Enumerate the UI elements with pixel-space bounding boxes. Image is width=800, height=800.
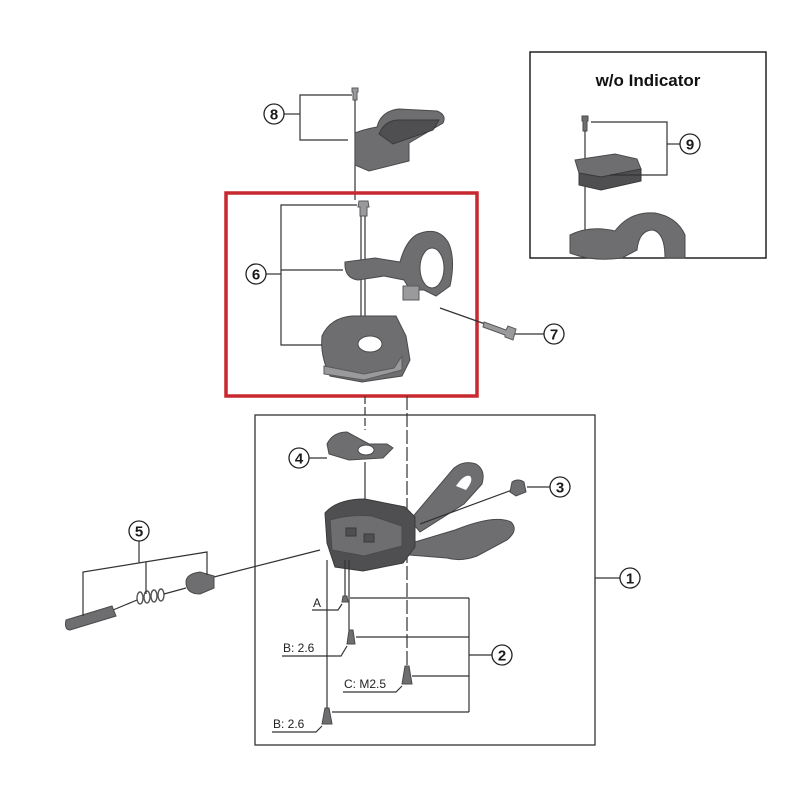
callout-3: 3 xyxy=(556,480,564,497)
callout-5: 5 xyxy=(135,524,143,541)
screw-spec-c: C: M2.5 xyxy=(344,677,386,691)
callout-9: 9 xyxy=(686,137,694,154)
screw-spec-a: A xyxy=(313,596,321,610)
callout-6: 6 xyxy=(252,267,260,284)
part-3-cap: 3 xyxy=(419,476,571,525)
highlight-box-part-6 xyxy=(224,191,479,398)
part-6-indicator-assembly: 6 xyxy=(245,200,454,383)
callout-7: 7 xyxy=(550,327,558,344)
callout-8: 8 xyxy=(270,107,278,124)
screw-spec-b-lower: B: 2.6 xyxy=(273,717,305,731)
part-4-plate: 4 xyxy=(288,431,394,508)
callout-2: 2 xyxy=(498,648,506,665)
part-1-lever-body-frame: 1 xyxy=(254,414,641,746)
callout-4: 4 xyxy=(295,451,304,468)
callout-circle-9 xyxy=(679,133,701,155)
inset-without-indicator: w/o Indicator 9 xyxy=(529,51,767,260)
lever-body xyxy=(324,462,515,572)
part-8-indicator-cover: 8 xyxy=(263,87,445,200)
part-5-adjuster-set: 5 xyxy=(65,520,321,631)
screw-spec-b-upper: B: 2.6 xyxy=(283,641,315,655)
inset-title: w/o Indicator xyxy=(595,71,701,90)
part-7-clamp-bolt: 7 xyxy=(439,307,565,345)
callout-1: 1 xyxy=(626,571,634,588)
part-2-screw-set: A B: 2.6 C: M2.5 B: 2.6 2 xyxy=(272,560,513,733)
